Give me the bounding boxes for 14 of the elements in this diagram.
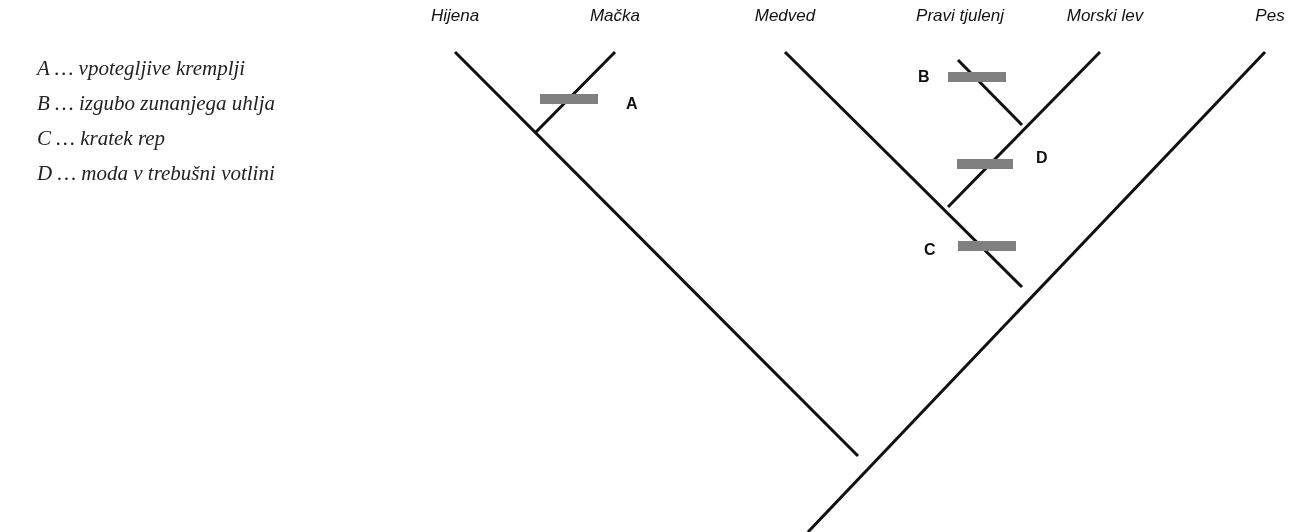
character-note: A … vpotegljive kremplji [37, 56, 246, 81]
callout-letter: A [626, 95, 638, 113]
taxon-label: Mačka [589, 6, 641, 26]
taxon-label: Hijena [430, 6, 480, 26]
taxon-label: Pes [1255, 6, 1285, 26]
callout-letter: D [1036, 149, 1048, 167]
character-note: C … kratek rep [37, 126, 166, 151]
taxon-label: Morski lev [1066, 6, 1144, 26]
character-note: B … izgubo zunanjega uhlja [37, 91, 275, 116]
character-note: D … moda v trebušni votlini [37, 161, 275, 186]
callout-letter: C [924, 241, 936, 259]
callout-letter: B [918, 68, 930, 86]
taxon-label: Medved [754, 6, 816, 26]
taxon-label: Pravi tjulenj [916, 6, 1004, 26]
